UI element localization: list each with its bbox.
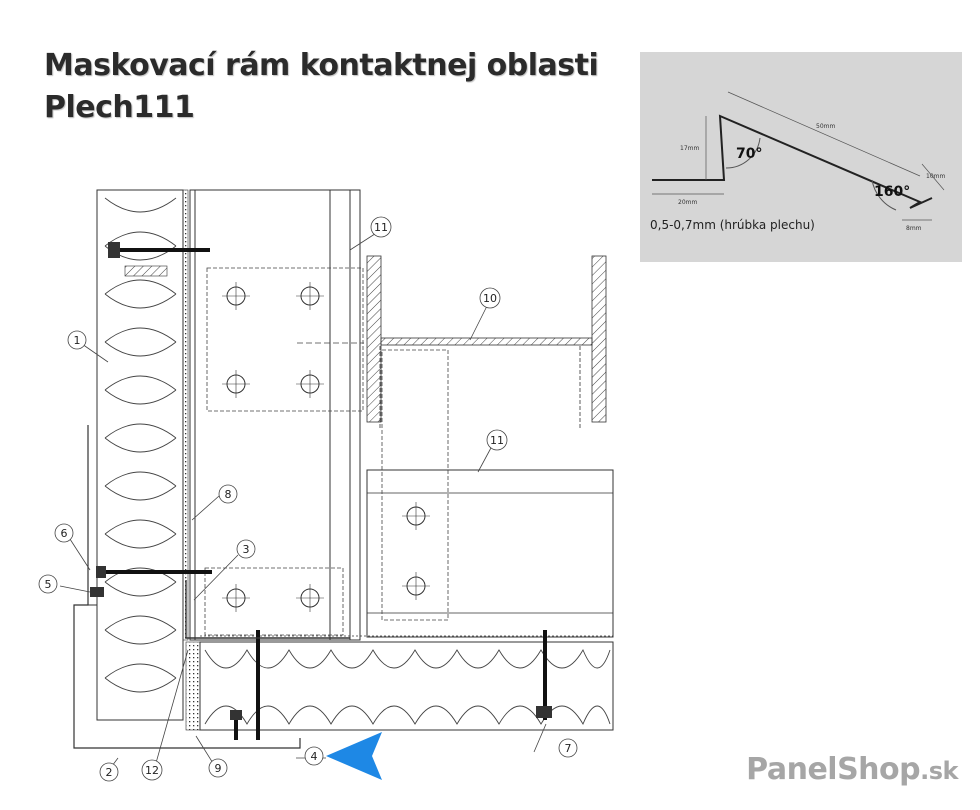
callout-11-bottom: 11 (486, 429, 508, 451)
bolt-hole-icon (296, 584, 324, 612)
blue-arrow-icon (326, 732, 382, 780)
profile-detail-panel: 17mm 20mm 50mm 10mm 8mm 70° 160° 0,5-0,7… (640, 52, 962, 262)
bolt-hole-icon (222, 370, 250, 398)
callout-4-label: 4 (311, 750, 318, 763)
upper-connection-plate (206, 267, 364, 412)
bolt-heads (90, 242, 552, 720)
page-title-line2: Plech111 (44, 90, 195, 125)
dim-8-label: 8mm (906, 225, 922, 232)
dim-17-label: 17mm (680, 145, 699, 152)
leader-lines (59, 229, 547, 771)
seal-strip (124, 265, 168, 277)
callout-3: 3 (236, 539, 256, 559)
bolt-hole-icon (296, 370, 324, 398)
bracket (185, 580, 350, 639)
angle-160-label: 160° (874, 184, 910, 200)
callout-7: 7 (558, 738, 578, 758)
callout-11-top-label: 11 (374, 221, 388, 234)
lower-connection-plate (204, 567, 344, 636)
callout-5: 5 (38, 574, 58, 594)
callout-8: 8 (218, 484, 238, 504)
dim-20-label: 20mm (678, 199, 697, 206)
thickness-note: 0,5-0,7mm (hrúbka plechu) (650, 218, 815, 232)
callout-6: 6 (54, 523, 74, 543)
callout-3-label: 3 (243, 543, 250, 556)
brand-logo: PanelShop.sk (746, 752, 958, 787)
callout-8-label: 8 (225, 488, 232, 501)
callout-10-label: 10 (483, 292, 497, 305)
bolt-hole-icon (222, 584, 250, 612)
callout-1-label: 1 (74, 334, 81, 347)
callout-5-label: 5 (45, 578, 52, 591)
brand-name: PanelShop (746, 752, 921, 787)
callout-9-label: 9 (215, 762, 222, 775)
callout-6-label: 6 (61, 527, 68, 540)
callout-2-label: 2 (106, 766, 113, 779)
callout-12-label: 12 (145, 764, 159, 777)
horizontal-beam (366, 349, 614, 638)
callout-1: 1 (67, 330, 87, 350)
profile-sketch: 17mm 20mm 50mm 10mm 8mm 70° 160° (652, 91, 945, 232)
angle-70-label: 70° (736, 146, 762, 162)
technical-drawing: 1 2 3 4 5 6 7 8 9 10 11 11 12 (38, 189, 614, 782)
callout-4: 4 (304, 746, 324, 766)
dim-10-label: 10mm (926, 173, 945, 180)
vertical-panel (96, 189, 189, 721)
callout-7-label: 7 (565, 742, 572, 755)
brand-tld: .sk (920, 757, 958, 785)
page-title-line1: Maskovací rám kontaktnej oblasti (44, 48, 599, 83)
bolt-hole-icon (222, 282, 250, 310)
callout-11-top: 11 (370, 216, 392, 238)
steel-column (189, 189, 361, 641)
dim-50-label: 50mm (816, 123, 835, 130)
sheet-profile (652, 114, 933, 209)
i-beam (366, 255, 607, 430)
fasteners (100, 248, 547, 740)
callout-9: 9 (208, 758, 228, 778)
callout-11-bottom-label: 11 (490, 434, 504, 447)
callout-12: 12 (141, 759, 163, 781)
dimension-lines (652, 91, 945, 221)
callout-2: 2 (99, 762, 119, 782)
angle-arc-bottom (871, 179, 897, 211)
angle-arc-top (725, 137, 761, 169)
bolt-hole-icon (402, 572, 430, 600)
callout-10: 10 (479, 287, 501, 309)
bolt-hole-icon (296, 282, 324, 310)
masking-frame (73, 425, 301, 749)
bolt-hole-icon (402, 502, 430, 530)
